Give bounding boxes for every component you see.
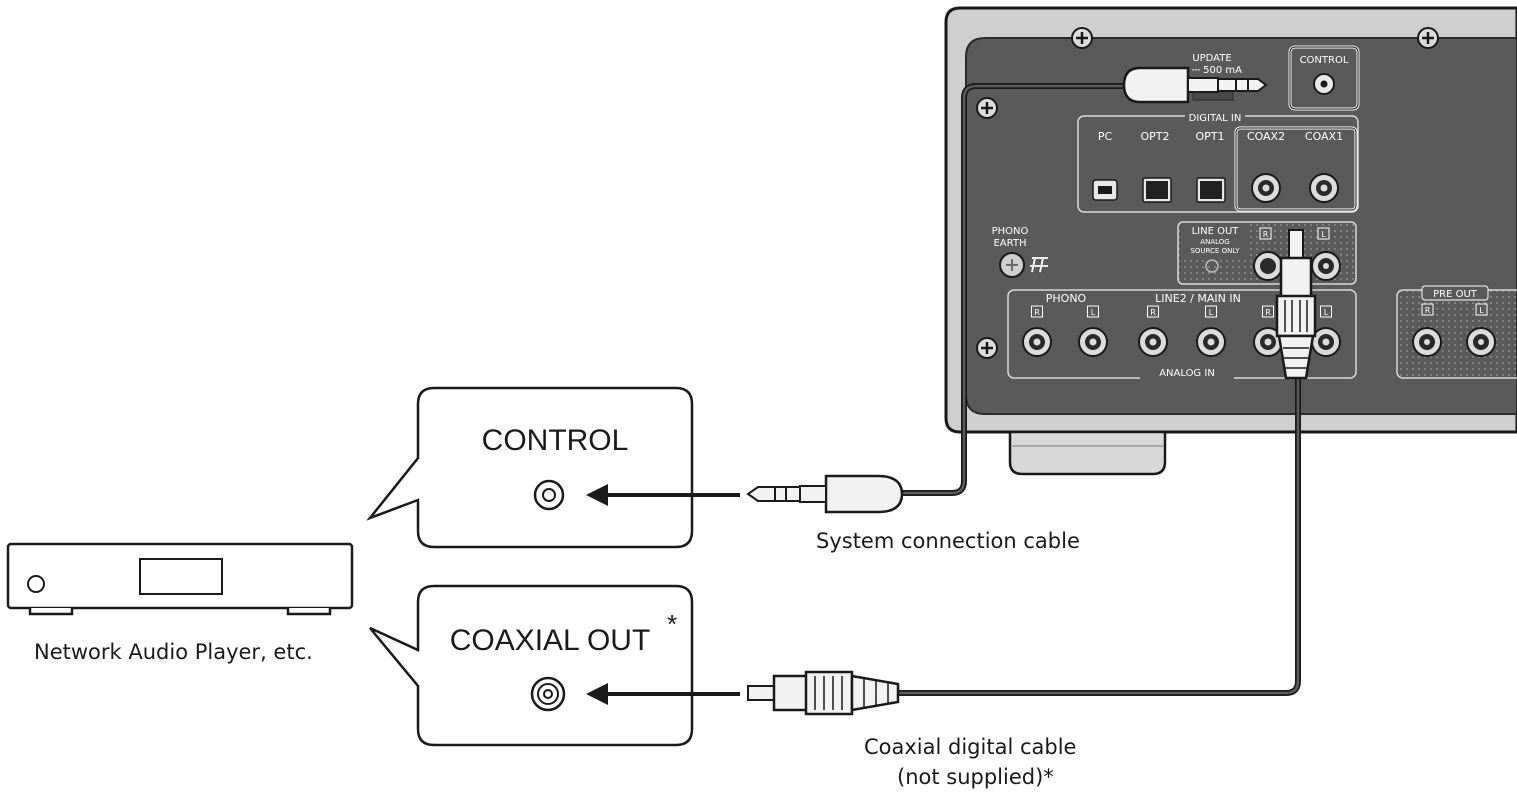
analog-in-label: ANALOG IN <box>1159 368 1215 379</box>
screw-icon <box>1071 27 1093 49</box>
port-label-coax2: COAX2 <box>1247 130 1285 143</box>
svg-text:R: R <box>1150 308 1156 317</box>
screw-icon <box>976 97 998 119</box>
coax1-jack <box>1309 173 1339 203</box>
port-label-coax1: COAX1 <box>1305 130 1343 143</box>
coax-out-jack-icon <box>530 676 566 712</box>
coax2-jack <box>1251 173 1281 203</box>
channel-badge: R <box>1147 305 1159 318</box>
svg-text:R: R <box>1425 306 1431 315</box>
svg-text:R: R <box>1265 308 1271 317</box>
rca-plug-free <box>747 670 900 716</box>
screw-icon <box>1417 27 1439 49</box>
port-label-opt2: OPT2 <box>1140 130 1169 143</box>
screw-icon <box>976 337 998 359</box>
mini-plug-free <box>746 474 904 514</box>
line-out-label: LINE OUT <box>1192 226 1240 237</box>
device-caption: Network Audio Player, etc. <box>34 640 313 664</box>
mini-plug-inserted <box>1122 66 1268 104</box>
channel-badge: L <box>1320 305 1332 318</box>
callout-control: CONTROL <box>366 386 740 549</box>
channel-badge: R <box>1262 305 1274 318</box>
line-out-jack-l <box>1311 251 1341 281</box>
svg-text:L: L <box>1209 308 1214 317</box>
earth-terminal <box>999 252 1025 278</box>
callout-asterisk: * <box>667 609 677 639</box>
arrow-left-icon <box>586 683 740 705</box>
arrow-left-icon <box>586 484 740 506</box>
analog-in-jack <box>1138 327 1168 357</box>
analog-in-jack <box>1253 327 1283 357</box>
line-out-jack-r <box>1253 251 1283 281</box>
phono-label: PHONO <box>1046 292 1087 305</box>
system-cable-caption: System connection cable <box>816 529 1080 553</box>
channel-badge: R <box>1421 303 1434 316</box>
channel-badge: L <box>1205 305 1217 318</box>
svg-text:L: L <box>1091 308 1096 317</box>
channel-badge: L <box>1475 303 1488 316</box>
ground-icon <box>1030 257 1048 273</box>
line-out-note-2: SOURCE ONLY <box>1190 247 1240 255</box>
pre-out-label: PRE OUT <box>1433 289 1478 300</box>
coax-cable-caption: Coaxial digital cable <box>864 735 1077 759</box>
power-button-icon <box>27 575 45 593</box>
pre-out-jack-r <box>1412 327 1442 357</box>
digital-in-label: DIGITAL IN <box>1189 113 1242 124</box>
phono-earth-label: PHONO <box>992 226 1029 237</box>
svg-text:L: L <box>1324 308 1329 317</box>
player-display <box>139 558 223 595</box>
control-jack-icon <box>533 479 565 511</box>
network-audio-player <box>6 542 354 616</box>
port-label-pc: PC <box>1098 130 1113 143</box>
svg-text:R: R <box>1263 230 1269 239</box>
channel-badge: R <box>1259 227 1272 240</box>
pre-out-jack-l <box>1466 327 1496 357</box>
amplifier-rear-panel: UPDATE ⎓ 500 mA CONTROL DIGITAL IN PC OP… <box>944 6 1517 476</box>
port-label-opt1: OPT1 <box>1195 130 1224 143</box>
update-label: UPDATE <box>1192 53 1231 64</box>
phono-earth-label-2: EARTH <box>993 238 1026 249</box>
analog-in-jack <box>1078 327 1108 357</box>
channel-badge: L <box>1317 227 1330 240</box>
analog-in-jack <box>1196 327 1226 357</box>
callout-coaxial-label: COAXIAL OUT <box>450 624 651 657</box>
analog-in-jack <box>1022 327 1052 357</box>
callout-control-label: CONTROL <box>482 424 629 457</box>
coax-cable-caption-note: (not supplied)* <box>897 765 1054 789</box>
amplifier-foot <box>1008 430 1167 476</box>
line-out-note: ANALOG <box>1200 238 1229 246</box>
control-port-label: CONTROL <box>1300 55 1349 66</box>
rca-plug-inserted <box>1275 229 1317 380</box>
callout-coaxial-out: COAXIAL OUT * <box>369 584 740 747</box>
svg-text:R: R <box>1034 308 1040 317</box>
channel-badge: R <box>1031 305 1043 318</box>
analog-in-jack <box>1311 327 1341 357</box>
update-rating: ⎓ 500 mA <box>1192 65 1242 76</box>
channel-badge: L <box>1087 305 1099 318</box>
line2-label: LINE2 / MAIN IN <box>1155 292 1241 305</box>
svg-text:L: L <box>1321 230 1326 239</box>
svg-text:L: L <box>1479 306 1484 315</box>
